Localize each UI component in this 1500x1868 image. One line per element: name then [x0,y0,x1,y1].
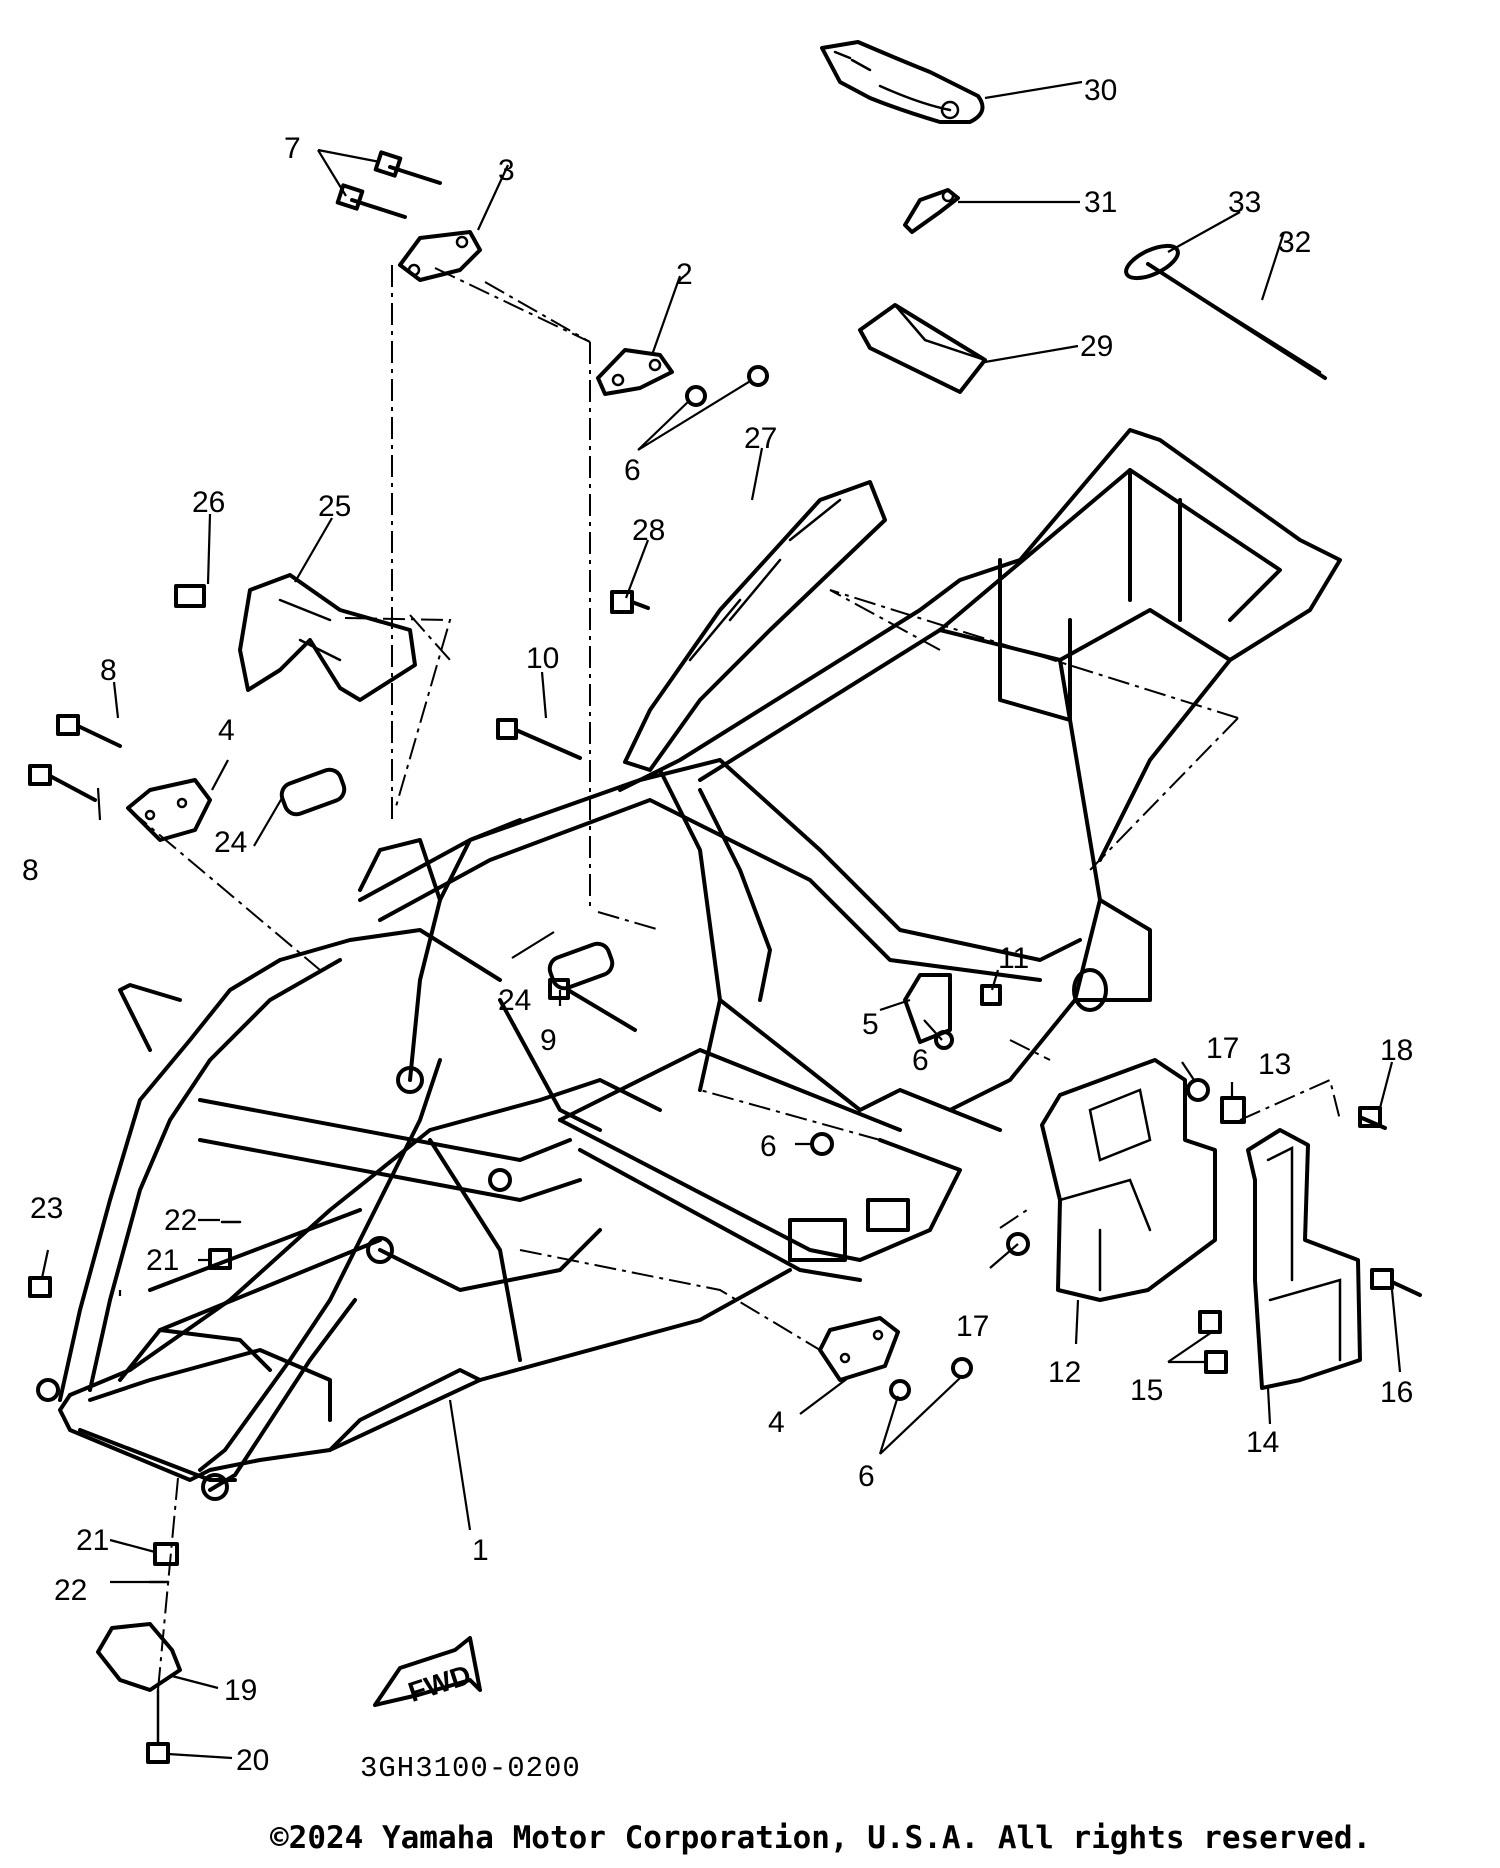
callout-33: 33 [1228,186,1261,219]
callout-24-left: 24 [214,826,247,859]
copyright-notice: ©2024 Yamaha Motor Corporation, U.S.A. A… [270,1820,1372,1856]
part-31-illustration [903,188,960,234]
callout-6-middle: 6 [912,1044,929,1077]
callout-23: 23 [30,1192,63,1225]
part-3-illustration [398,230,482,282]
callout-24-middle: 24 [498,984,531,1017]
callout-17-bottom: 17 [956,1310,989,1343]
callout-9: 9 [540,1024,557,1057]
part-12-illustration [1040,1058,1217,1302]
fwd-direction-arrow: FWD [373,1636,482,1708]
callout-25: 25 [318,490,351,523]
part-7-illustration [335,150,442,219]
callout-22-bottom: 22 [54,1574,87,1607]
part-24-rubber-blocks [279,767,615,991]
callout-6-top: 6 [624,454,641,487]
callout-8-top: 8 [100,654,117,687]
callout-11: 11 [998,942,1029,975]
callout-18: 18 [1380,1034,1413,1067]
callout-20: 20 [236,1744,269,1777]
part-30-illustration [820,40,985,124]
callout-6-lower: 6 [760,1130,777,1163]
callout-12: 12 [1048,1356,1081,1389]
callout-31: 31 [1084,186,1117,219]
part-10-bolt [496,718,582,760]
part-29-illustration [858,303,987,394]
part-2-illustration [596,348,674,396]
part-6-nuts-top [685,365,769,407]
callout-5: 5 [862,1008,879,1041]
part-4-lower-illustration [818,1316,973,1401]
main-frame-illustration [36,428,1342,1501]
part-25-26-illustration [174,573,417,702]
callout-28: 28 [632,514,665,547]
part-6-nut-middle [810,1132,834,1156]
part-32-33-illustration [1124,243,1327,380]
callout-14: 14 [1246,1426,1279,1459]
callout-21-bottom: 21 [76,1524,109,1557]
callout-30: 30 [1084,74,1117,107]
part-4-upper-illustration [126,778,212,842]
part-8-bolts [28,714,122,802]
part-13-15-blocks [1198,1096,1246,1374]
part-19-20-illustration [96,1622,182,1764]
callout-1: 1 [472,1534,489,1567]
fwd-label: FWD [404,1659,474,1708]
callout-2: 2 [676,258,693,291]
callout-3: 3 [498,154,515,187]
drawing-code: 3GH3100-0200 [360,1752,581,1785]
part-5-11-illustration [903,973,1002,1050]
callout-6-bottom: 6 [858,1460,875,1493]
callout-labels: 30 31 33 32 29 7 3 2 6 27 28 26 25 8 4 1… [22,74,1413,1777]
callout-19: 19 [224,1674,257,1707]
callout-22-top: 22 [164,1204,197,1237]
callout-4-upper: 4 [218,714,235,747]
callout-16: 16 [1380,1376,1413,1409]
callout-8-bottom: 8 [22,854,39,887]
leader-lines [40,80,1402,1760]
callout-15: 15 [1130,1374,1163,1407]
callout-27: 27 [744,422,777,455]
part-27-illustration [623,480,887,772]
callout-7: 7 [284,132,301,165]
callout-29: 29 [1080,330,1113,363]
part-21-22-23-small [28,1220,242,1584]
callout-10: 10 [526,642,559,675]
callout-4-lower: 4 [768,1406,785,1439]
part-14-illustration [1246,1128,1362,1390]
callout-17-top: 17 [1206,1032,1239,1065]
callout-32: 32 [1278,226,1311,259]
callout-13: 13 [1258,1048,1291,1081]
callout-21-top: 21 [146,1244,179,1277]
part-28-illustration [610,590,650,614]
callout-26: 26 [192,486,225,519]
alignment-lines [129,265,1341,1691]
part-16-17-18-fasteners [1006,1078,1422,1297]
